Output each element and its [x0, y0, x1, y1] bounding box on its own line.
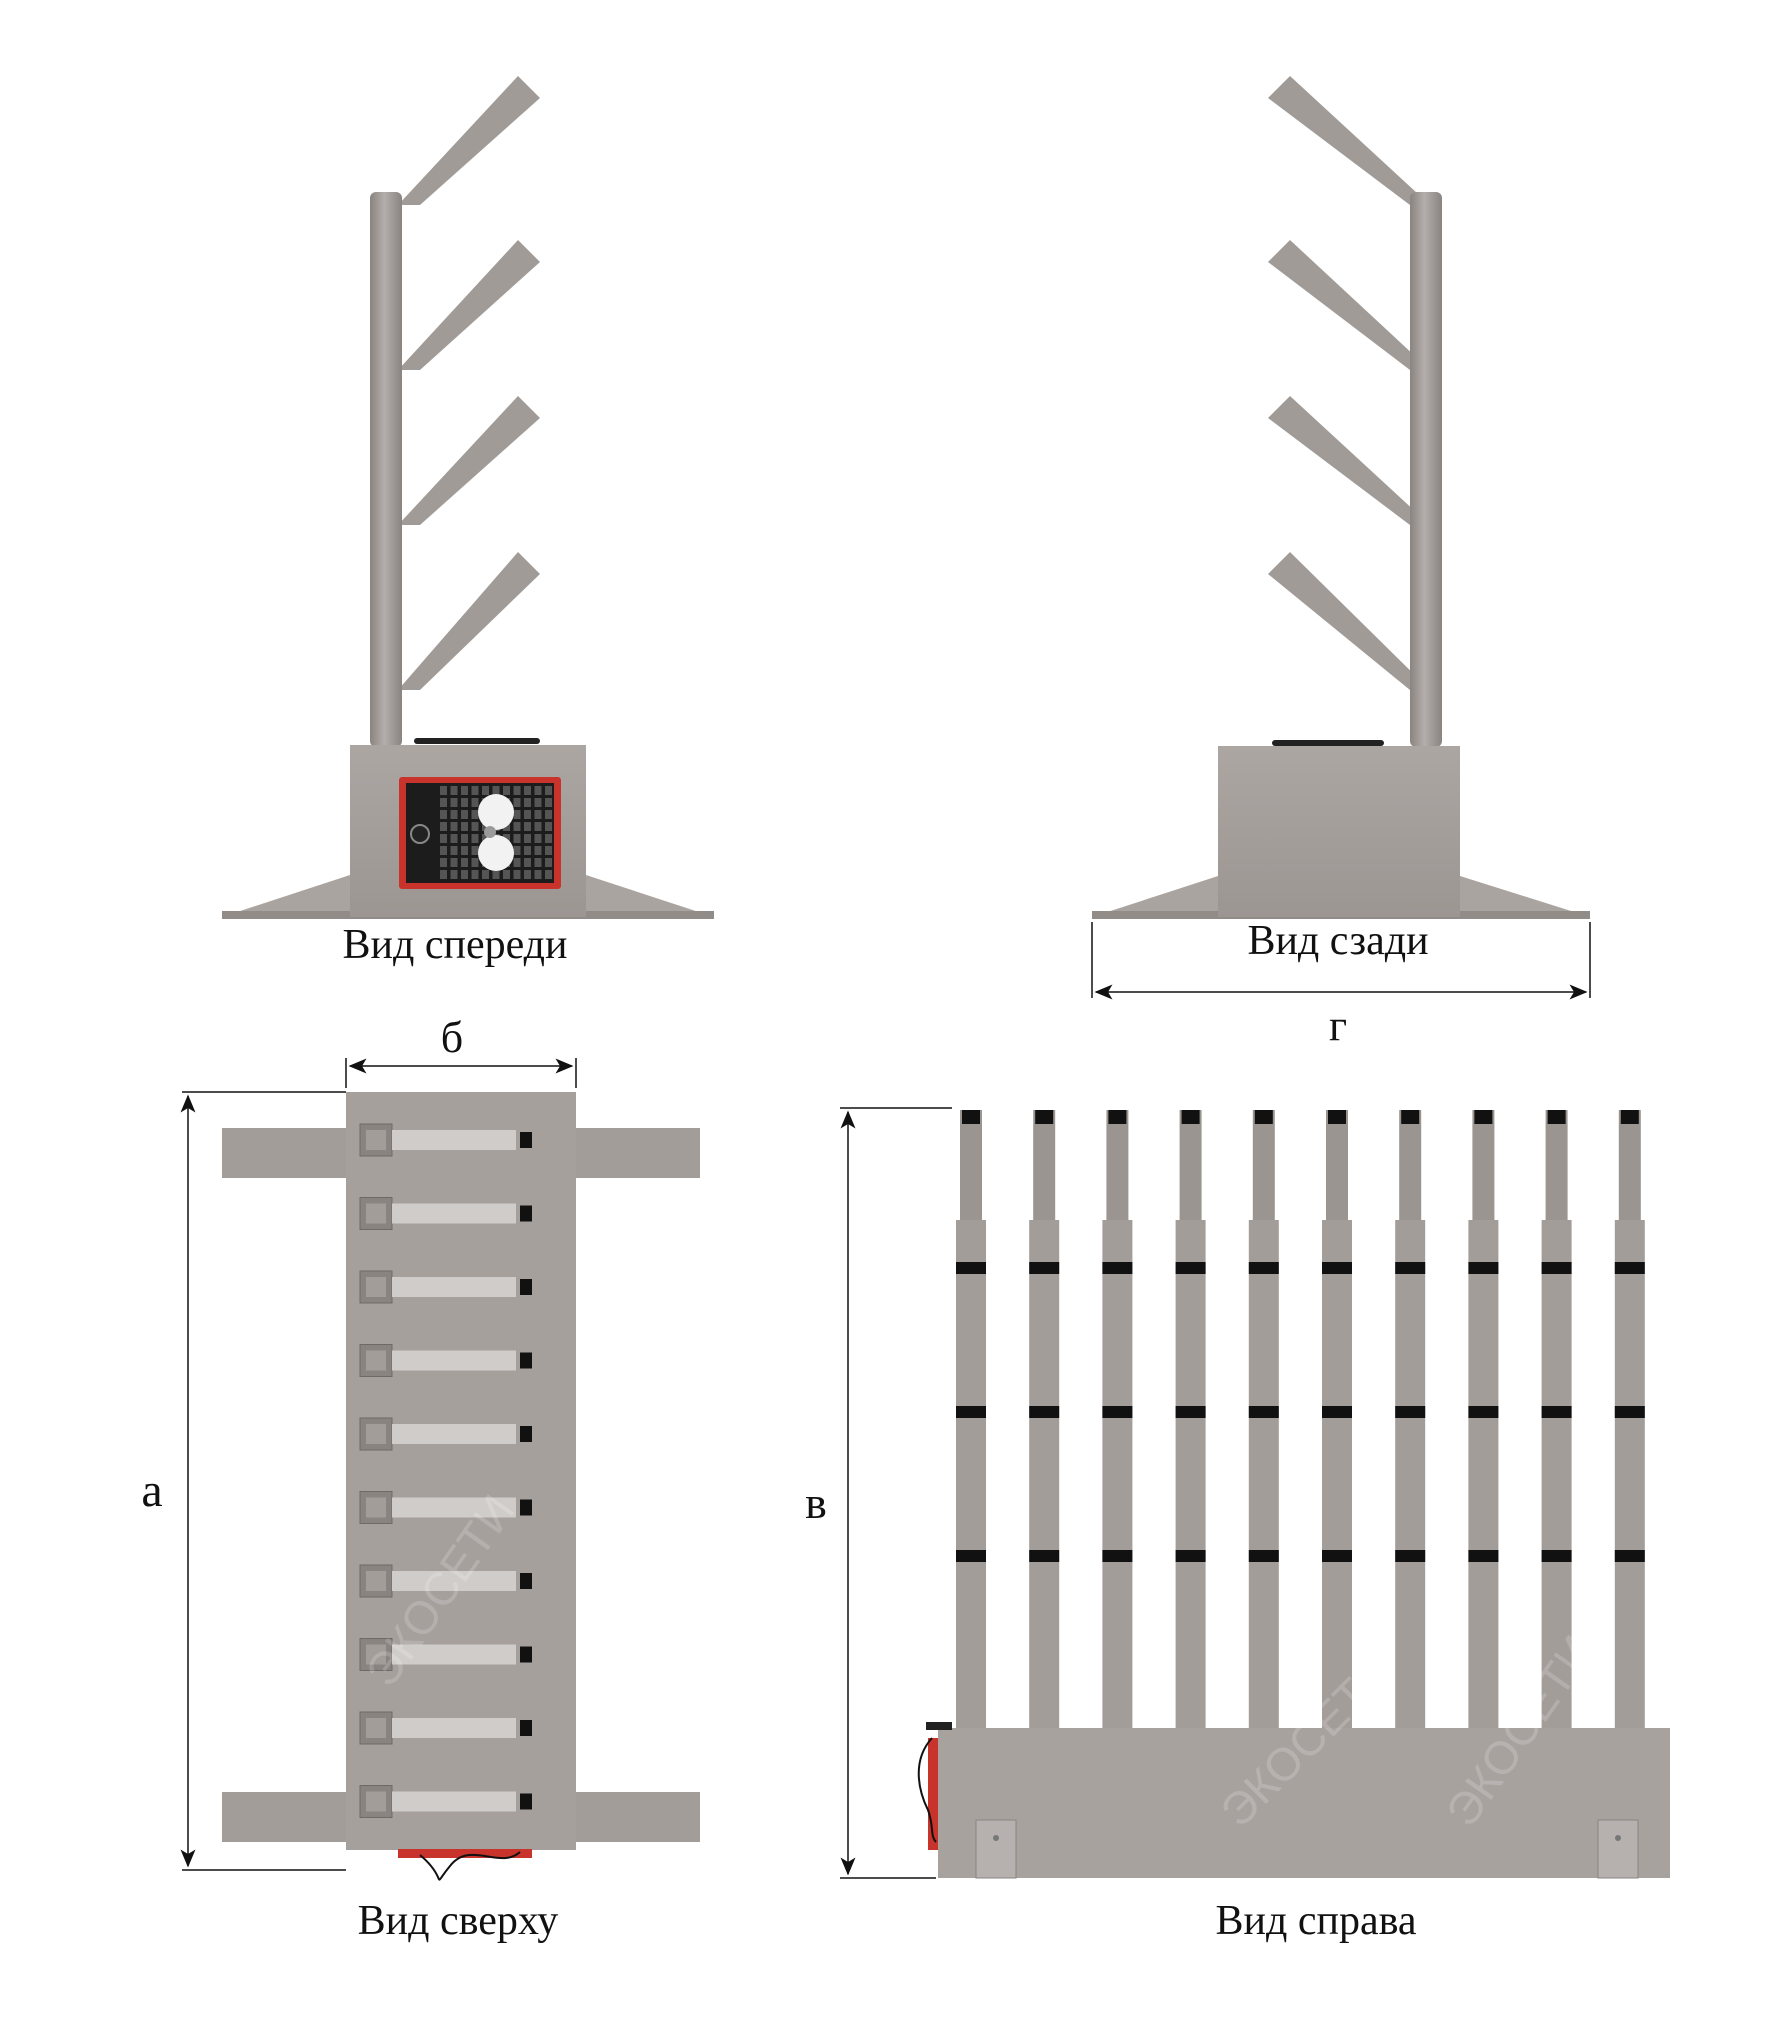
- back-base-right: [1460, 876, 1590, 917]
- right-cable-plug: [926, 1722, 952, 1730]
- back-fan-bar: [1272, 740, 1384, 746]
- right-post: [1102, 1110, 1133, 1728]
- top-slot: [359, 1711, 532, 1745]
- front-arm-3: [398, 396, 540, 525]
- front-base-left: [222, 875, 350, 917]
- top-slot: [359, 1197, 532, 1230]
- dimension-label-v: в: [805, 1477, 827, 1528]
- right-post: [1614, 1110, 1645, 1728]
- back-arm-3: [1268, 396, 1430, 525]
- dimension-b: б: [345, 1013, 577, 1088]
- front-arm-2: [398, 240, 540, 370]
- right-posts: [956, 1110, 1645, 1728]
- top-rail-upper-right: [576, 1128, 700, 1178]
- dimension-a: а: [141, 1091, 346, 1871]
- fan-blade-upper: [478, 794, 514, 830]
- back-base-left: [1092, 876, 1218, 917]
- front-post: [370, 192, 402, 747]
- front-view: Вид спереди: [222, 76, 714, 968]
- right-post: [1541, 1110, 1572, 1728]
- top-slot: [359, 1270, 532, 1304]
- top-slot: [359, 1491, 532, 1524]
- top-view: б а Вид сверху: [141, 1013, 700, 1944]
- right-cable: [917, 1737, 937, 1843]
- dimension-v: в: [805, 1107, 952, 1879]
- dimension-label-b: б: [441, 1013, 463, 1062]
- dimension-label-a: а: [141, 1464, 162, 1517]
- top-slot: [359, 1417, 532, 1451]
- fan-hub: [484, 826, 496, 838]
- front-arms: [398, 76, 540, 690]
- back-post: [1410, 192, 1442, 747]
- front-control-panel: [399, 777, 561, 889]
- right-post: [1175, 1110, 1206, 1728]
- right-post: [1322, 1110, 1352, 1728]
- top-slot: [359, 1638, 532, 1671]
- right-view: в Вид справа: [805, 1107, 1670, 1944]
- caption-right-view: Вид справа: [1215, 1898, 1416, 1944]
- front-arm-1: [398, 76, 540, 205]
- top-slot: [359, 1785, 532, 1818]
- caption-back-view: Вид сзади: [1247, 918, 1428, 964]
- back-arm-1: [1268, 76, 1430, 205]
- back-arm-4: [1268, 552, 1430, 690]
- right-foot-left: [975, 1819, 1017, 1879]
- back-view: Вид сзади г: [1091, 76, 1591, 1050]
- top-rail-upper-left: [222, 1128, 346, 1178]
- front-base-right: [586, 875, 714, 917]
- front-arm-4: [398, 552, 540, 690]
- top-slot: [359, 1344, 532, 1377]
- right-foot-right: [1597, 1819, 1639, 1879]
- dimension-g: г: [1091, 922, 1591, 1050]
- caption-top-view: Вид сверху: [358, 1898, 559, 1944]
- top-slot: [359, 1123, 532, 1157]
- top-slot: [359, 1564, 532, 1598]
- top-slots: [359, 1123, 532, 1818]
- top-cable: [398, 1849, 532, 1881]
- back-arm-2: [1268, 240, 1430, 370]
- top-rail-lower-left: [222, 1792, 346, 1842]
- back-housing: [1218, 746, 1460, 917]
- back-arms: [1268, 76, 1430, 690]
- right-panel-edge: [928, 1738, 938, 1850]
- right-post: [1029, 1110, 1060, 1728]
- fan-blade-lower: [478, 835, 514, 871]
- dimension-label-g: г: [1329, 1001, 1347, 1050]
- right-housing: [938, 1728, 1670, 1878]
- right-post: [956, 1110, 986, 1728]
- right-post: [1248, 1110, 1279, 1728]
- control-knob-icon: [410, 824, 430, 844]
- right-post: [1395, 1110, 1426, 1728]
- caption-front-view: Вид спереди: [342, 922, 567, 968]
- front-fan-bar: [414, 738, 540, 744]
- right-post: [1468, 1110, 1499, 1728]
- top-rail-lower-right: [576, 1792, 700, 1842]
